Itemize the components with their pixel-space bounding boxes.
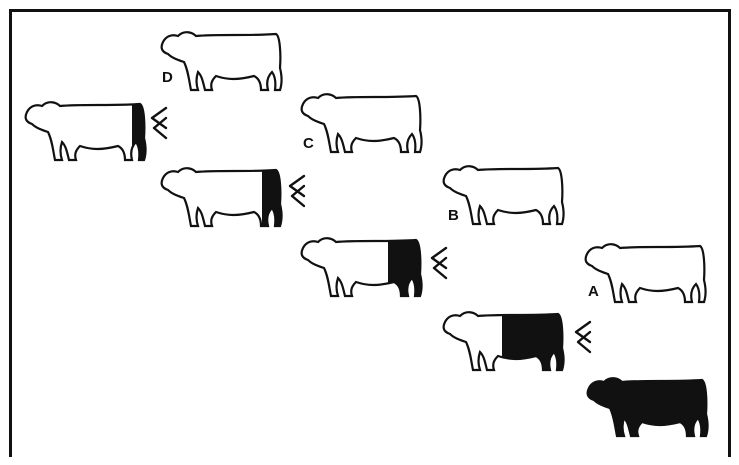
cow-a [586,244,706,302]
label-d: D [162,69,173,86]
cow-d [162,32,282,90]
label-a: A [588,283,599,300]
arrow-icon [576,322,590,352]
arrow-icon [152,108,166,138]
arrow-icon [432,248,446,278]
cow-stage-1 [26,90,152,170]
label-c: C [303,135,314,152]
cow-stage-2 [162,155,286,235]
label-b: B [448,207,459,224]
cow-c [302,94,422,152]
cow-stage-5-solid [588,378,708,436]
cow-stage-3 [302,225,428,305]
cow-b [444,166,564,224]
cow-stage-4 [444,298,572,378]
arrow-icon [290,176,304,206]
